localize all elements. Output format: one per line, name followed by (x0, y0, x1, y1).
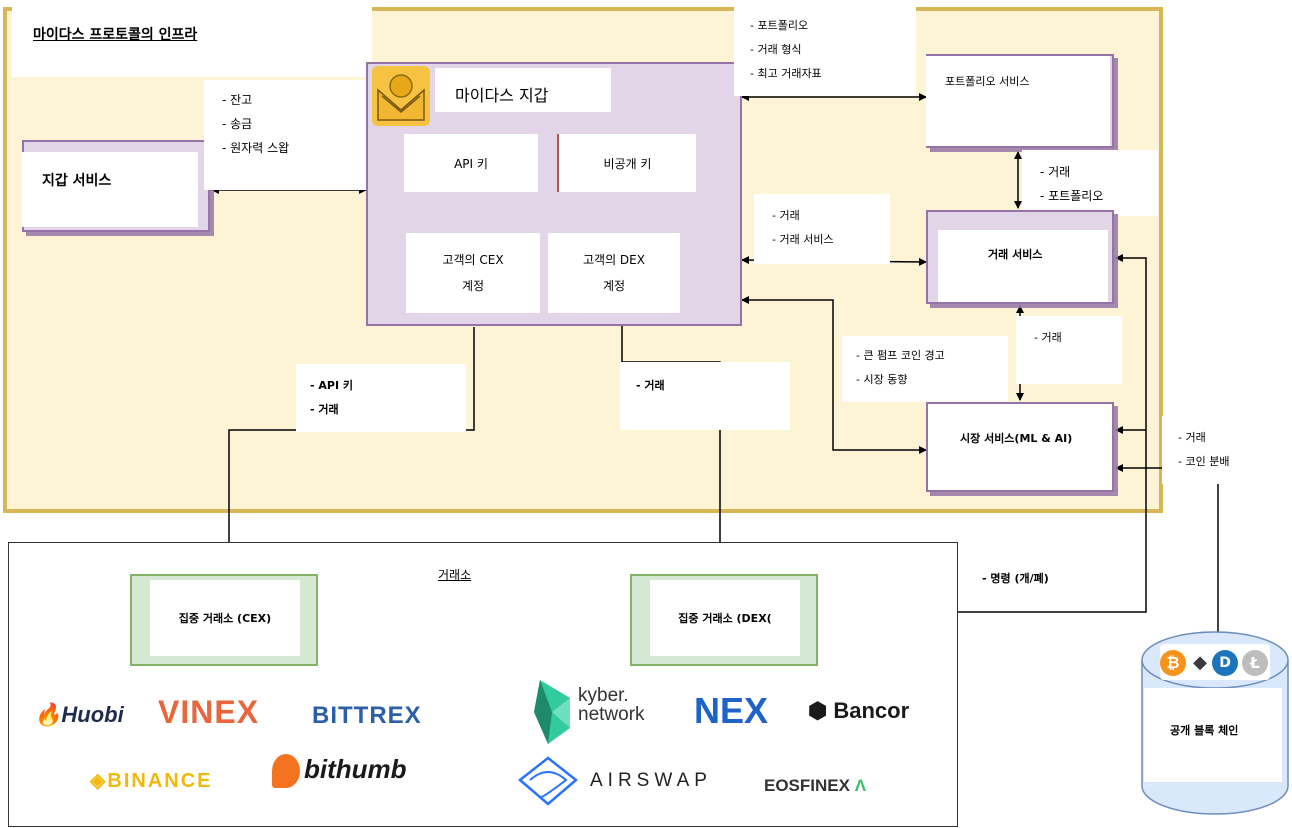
api-key-label: API 키 (454, 156, 488, 171)
trade-top-notes: - 거래 - 포트폴리오 (1040, 160, 1103, 208)
nex-logo: NEX (694, 690, 769, 731)
bithumb-logo: bithumb (272, 754, 407, 789)
eosfinex-icon: Λ (849, 776, 867, 795)
midas-wallet-logo-icon (372, 66, 430, 126)
bittrex-logo: BITTREX (312, 702, 422, 729)
dex-account-box[interactable]: 고객의 DEX 계정 (548, 233, 680, 313)
dex-account-label: 계정 (602, 279, 626, 293)
private-key-label: 비공개 키 (603, 156, 652, 171)
cex-link-note: - API 키 (310, 379, 354, 392)
cex-link-notes: - API 키 - 거래 (310, 374, 353, 422)
wallet-notes: - 잔고 - 송금 - 원자력 스왑 (222, 88, 289, 160)
litecoin-icon: Ł (1242, 650, 1268, 676)
midas-wallet-title-panel (435, 68, 611, 112)
market-service-title: 시장 서비스(ML & AI) (960, 432, 1073, 445)
market-top-notes-panel (1016, 316, 1122, 384)
infra-title-panel (12, 5, 372, 77)
trade-left-note: - 거래 서비스 (772, 233, 834, 246)
airswap-logo: AIRSWAP (590, 770, 712, 791)
market-right-notes: - 거래 - 코인 분배 (1178, 426, 1229, 474)
ethereum-icon: ◆ (1193, 652, 1207, 673)
dex-link-notes: - 거래 (636, 374, 665, 398)
cex-account-label: 고객의 CEX (442, 253, 504, 267)
portfolio-service-panel (926, 56, 1110, 146)
trade-top-note: - 거래 (1040, 165, 1071, 179)
wallet-notes-panel (204, 80, 372, 190)
bitcoin-icon: ₿ (1160, 650, 1186, 676)
vinex-logo: VINEX (158, 694, 260, 730)
trade-left-notes-panel (754, 194, 890, 264)
wallet-note: - 송금 (222, 117, 253, 131)
wallet-note: - 원자력 스왑 (222, 141, 290, 155)
trade-service-title: 거래 서비스 (988, 248, 1043, 261)
dex-exchange-title: 집중 거래소 (DEX( (678, 612, 772, 625)
trade-top-note: - 포트폴리오 (1040, 189, 1104, 203)
market-top-note: - 거래 (1034, 331, 1062, 344)
trade-left-note: - 거래 (772, 209, 800, 222)
airswap-icon (516, 754, 580, 812)
bancor-logo: ⬢ Bancor (808, 698, 910, 723)
dash-icon: D (1212, 650, 1238, 676)
portfolio-notes: - 포트폴리오 - 거래 형식 - 최고 거래자표 (750, 14, 822, 86)
cex-account-label: 계정 (461, 279, 485, 293)
blockchain-title: 공개 블록 체인 (1170, 724, 1239, 737)
wallet-service-title: 지갑 서비스 (42, 173, 112, 189)
midas-wallet-title: 마이다스 지갑 (455, 86, 549, 105)
trade-top-notes-panel (1022, 150, 1158, 216)
cex-account-box[interactable]: 고객의 CEX 계정 (406, 233, 540, 313)
exchange-command-note: - 명령 (개/폐) (982, 572, 1049, 585)
blockchain-cylinder[interactable] (1140, 630, 1290, 820)
dex-link-notes-panel (620, 362, 790, 430)
private-key-box[interactable]: 비공개 키 (557, 134, 696, 192)
market-left-notes-panel (842, 336, 1008, 402)
binance-icon: ◈ (90, 770, 108, 792)
market-left-notes: - 큰 펌프 코인 경고 - 시장 동향 (856, 344, 945, 392)
kyber-icon (530, 676, 574, 750)
market-left-note: - 큰 펌프 코인 경고 (856, 349, 945, 362)
dex-link-note: - 거래 (636, 379, 665, 392)
dex-account-label: 고객의 DEX (583, 253, 645, 267)
binance-logo: ◈BINANCE (90, 770, 213, 792)
market-right-note: - 거래 (1178, 431, 1206, 444)
dex-exchange-panel: 집중 거래소 (DEX( (650, 580, 800, 656)
kyber-logo-line: kyber. (578, 685, 629, 706)
bancor-icon: ⬢ (808, 698, 828, 723)
kyber-logo: kyber. network (578, 686, 645, 724)
market-right-notes-panel (1162, 416, 1292, 484)
portfolio-service-title: 포트폴리오 서비스 (945, 75, 1030, 88)
market-left-note: - 시장 동향 (856, 373, 908, 386)
portfolio-note: - 최고 거래자표 (750, 67, 822, 80)
portfolio-note: - 포트폴리오 (750, 19, 809, 32)
market-service-panel (928, 404, 1112, 490)
market-right-note: - 코인 분배 (1178, 455, 1230, 468)
trade-service-panel (938, 230, 1108, 302)
wallet-note: - 잔고 (222, 93, 253, 107)
portfolio-note: - 거래 형식 (750, 43, 802, 56)
cex-link-note: - 거래 (310, 403, 339, 416)
infra-title: 마이다스 프로토콜의 인프라 (33, 27, 198, 43)
cex-exchange-title: 집중 거래소 (CEX) (178, 612, 272, 625)
wallet-service-panel (22, 152, 198, 227)
api-key-box[interactable]: API 키 (404, 134, 538, 192)
portfolio-notes-panel (734, 4, 916, 96)
cex-link-notes-panel (296, 364, 466, 432)
eosfinex-logo: EOSFINEX Λ (764, 776, 867, 795)
huobi-logo: 🔥Huobi (34, 702, 124, 727)
market-top-notes: - 거래 (1034, 326, 1062, 350)
kyber-logo-line: network (578, 704, 645, 725)
trade-left-notes: - 거래 - 거래 서비스 (772, 204, 834, 252)
bithumb-icon (272, 754, 300, 789)
cex-exchange-panel: 집중 거래소 (CEX) (150, 580, 300, 656)
exchange-title: 거래소 (438, 568, 472, 582)
